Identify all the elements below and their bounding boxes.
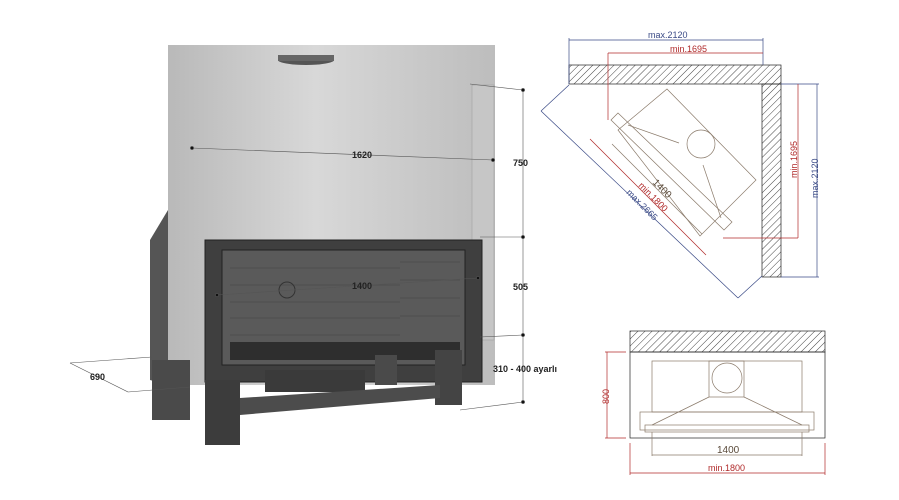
depth-dimension: 690: [90, 372, 105, 382]
corner-min-width: min.1695: [670, 44, 707, 54]
glass-width-dimension: 1400: [352, 281, 372, 291]
leg-left-back: [152, 360, 190, 420]
leg-front-left: [205, 380, 240, 445]
front-plan-view: [605, 330, 826, 475]
width-dimension: 1620: [352, 150, 372, 160]
corner-side-max: max.2120: [810, 158, 820, 198]
corner-max-width: max.2120: [648, 30, 688, 40]
front-depth-dimension: 800: [601, 389, 611, 404]
ash-box: [265, 370, 365, 392]
corner-side-min: min.1695: [789, 141, 799, 178]
fireplace-3d-render: [150, 45, 495, 445]
crossbar: [240, 385, 440, 415]
side-panel: [150, 210, 168, 385]
fireplace-3d-dimensions: [69, 83, 525, 411]
leg-height-dimension: 310 - 400 ayarlı: [493, 364, 557, 374]
front-glass-width: 1400: [717, 445, 740, 456]
opening-height-dimension: 505: [513, 282, 528, 292]
corner-plan-view: [540, 38, 819, 299]
front-min-width: min.1800: [708, 463, 745, 473]
hood-height-dimension: 750: [513, 158, 528, 168]
